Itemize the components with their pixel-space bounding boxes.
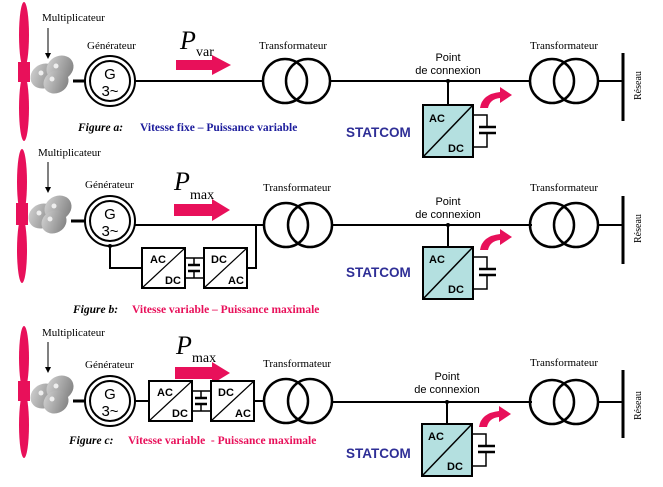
connection-point-label-line2: de connexion xyxy=(415,209,480,221)
transformer1-icon xyxy=(262,201,334,249)
reactive-power-arrow-icon xyxy=(479,406,511,427)
caption-figure-label: Figure b: xyxy=(72,304,118,316)
converter-dc-ac: DC AC xyxy=(210,380,255,422)
diagram-c: Multiplicateur Générateur G 3~ P max AC … xyxy=(18,326,644,477)
wind-turbine-blades-icon xyxy=(18,326,30,458)
multiplicateur-label: Multiplicateur xyxy=(38,147,101,159)
transformer2-label: Transformateur xyxy=(530,357,598,369)
dc-link-capacitor-icon xyxy=(192,390,211,412)
caption-text: Vitesse variable - Puissance maximale xyxy=(128,435,316,447)
statcom-ac-label: AC xyxy=(429,254,445,266)
gearbox-icon xyxy=(23,190,77,239)
transformer2-label: Transformateur xyxy=(530,182,598,194)
grid-label: Réseau xyxy=(633,214,644,243)
capacitor-icon xyxy=(473,256,496,290)
power-subscript: max xyxy=(190,188,214,203)
generator-label: Générateur xyxy=(85,179,134,191)
grid-label: Réseau xyxy=(633,391,644,420)
statcom-ac-label: AC xyxy=(428,431,444,443)
power-arrow-icon xyxy=(176,55,231,75)
transformer1-label: Transformateur xyxy=(263,182,331,194)
caption-text: Vitesse fixe – Puissance variable xyxy=(140,122,297,134)
converter1-bottom-label: DC xyxy=(172,408,188,420)
statcom-converter: AC DC xyxy=(422,246,474,300)
power-subscript: max xyxy=(192,351,216,366)
converter2-top-label: DC xyxy=(218,387,234,399)
diagram-a: Multiplicateur Générateur G 3~ P var Tra… xyxy=(18,2,644,158)
connection-point-label-line1: Point xyxy=(434,371,459,383)
connection-point-label-line1: Point xyxy=(435,52,460,64)
converter-dc-ac: DC AC xyxy=(203,247,248,289)
reactive-power-arrow-icon xyxy=(480,229,512,250)
generator-phase: 3~ xyxy=(101,223,118,240)
generator-symbol: G xyxy=(104,66,116,83)
generator-symbol: G xyxy=(104,386,116,403)
converter1-top-label: AC xyxy=(150,254,166,266)
caption-figure-label: Figure c: xyxy=(68,435,114,447)
caption-figure-label: Figure a: xyxy=(77,122,123,134)
statcom-dc-label: DC xyxy=(447,461,463,473)
reactive-power-arrow-icon xyxy=(480,87,512,108)
statcom-label: STATCOM xyxy=(346,446,411,461)
converter-ac-dc: AC DC xyxy=(141,247,186,289)
power-symbol: P xyxy=(175,331,192,360)
statcom-label: STATCOM xyxy=(346,125,411,140)
generator-symbol: G xyxy=(104,206,116,223)
converter2-bottom-label: AC xyxy=(228,275,244,287)
transformer2-icon xyxy=(528,378,600,426)
generator-label: Générateur xyxy=(85,359,134,371)
statcom-converter: AC DC xyxy=(421,423,473,477)
converter1-top-label: AC xyxy=(157,387,173,399)
transformer2-icon xyxy=(528,201,600,249)
transformer1-label: Transformateur xyxy=(263,358,331,370)
diagram-b: Multiplicateur Générateur G 3~ P max AC … xyxy=(16,147,644,316)
converter2-top-label: DC xyxy=(211,254,227,266)
connection-point-label-line2: de connexion xyxy=(415,65,480,77)
statcom-dc-label: DC xyxy=(448,143,464,155)
gearbox-icon xyxy=(25,370,79,419)
arrow-down-icon xyxy=(45,342,51,373)
gearbox-icon xyxy=(25,50,79,99)
generator-icon: G 3~ xyxy=(84,195,136,247)
statcom-converter: AC DC xyxy=(422,104,474,158)
transformer1-icon xyxy=(261,57,332,105)
generator-icon: G 3~ xyxy=(84,375,136,427)
power-arrow-icon xyxy=(175,362,230,384)
statcom-dc-label: DC xyxy=(448,284,464,296)
statcom-label: STATCOM xyxy=(346,265,411,280)
caption-text: Vitesse variable – Puissance maximale xyxy=(132,304,319,316)
power-arrow-icon xyxy=(174,199,230,221)
wind-turbine-blades-icon xyxy=(18,2,30,141)
generator-phase: 3~ xyxy=(101,83,118,100)
generator-label: Générateur xyxy=(87,40,136,52)
connection-point-label-line2: de connexion xyxy=(414,384,479,396)
statcom-ac-label: AC xyxy=(429,113,445,125)
arrow-down-icon xyxy=(45,162,51,193)
transformer2-label: Transformateur xyxy=(530,40,598,52)
converter1-bottom-label: DC xyxy=(165,275,181,287)
wind-turbine-blades-icon xyxy=(16,149,28,283)
capacitor-icon xyxy=(473,114,496,148)
generator-icon: G 3~ xyxy=(84,55,136,107)
multiplicateur-label: Multiplicateur xyxy=(42,12,105,24)
transformer2-icon xyxy=(528,57,600,105)
converter2-bottom-label: AC xyxy=(235,408,251,420)
grid-label: Réseau xyxy=(633,71,644,100)
transformer1-icon xyxy=(262,377,334,425)
power-symbol: P xyxy=(179,26,196,55)
generator-phase: 3~ xyxy=(101,403,118,420)
connection-point-label-line1: Point xyxy=(435,196,460,208)
converter-ac-dc: AC DC xyxy=(148,380,193,422)
transformer1-label: Transformateur xyxy=(259,40,327,52)
multiplicateur-label: Multiplicateur xyxy=(42,327,105,339)
power-subscript: var xyxy=(196,45,214,60)
arrow-down-icon xyxy=(45,28,51,59)
capacitor-icon xyxy=(472,433,495,467)
power-symbol: P xyxy=(173,167,190,196)
dc-link-capacitor-icon xyxy=(185,257,204,279)
